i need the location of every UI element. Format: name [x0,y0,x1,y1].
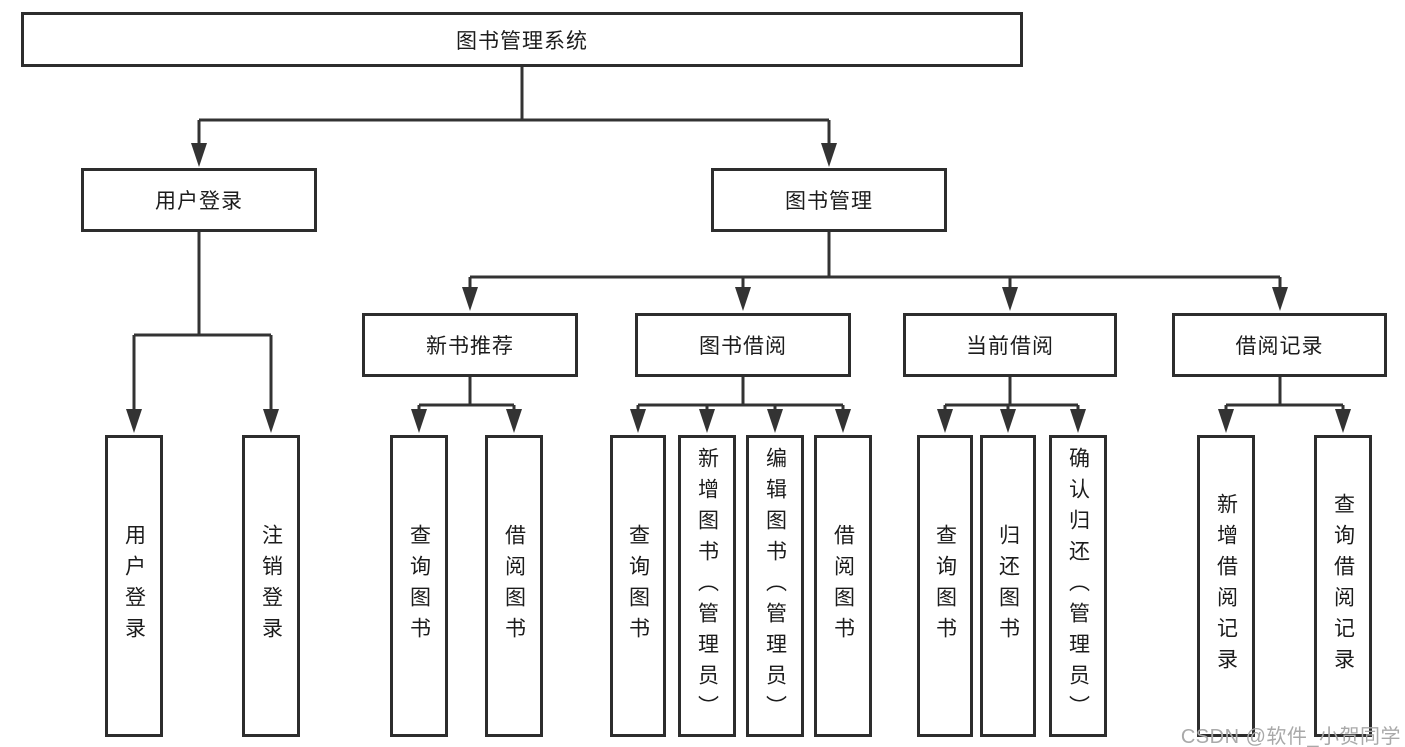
connector-book-management-to-level3 [468,232,1282,288]
node-new-book-recommend: 新书推荐 [362,313,578,377]
arrowheads-user-login-children [126,409,279,433]
arrowheads-book-borrow-children [630,409,851,433]
node-book-management: 图书管理 [711,168,947,232]
arrowheads-level3 [462,287,1288,311]
leaf-query-books-borrow: 查询图书 [610,435,666,737]
node-library-management-system: 图书管理系统 [21,12,1023,67]
csdn-watermark: CSDN @软件_小贺同学 [1180,726,1401,747]
leaf-query-borrow-record: 查询借阅记录 [1314,435,1372,737]
leaf-query-books-current: 查询图书 [917,435,973,737]
leaf-add-borrow-record: 新增借阅记录 [1197,435,1255,737]
arrowheads-level2 [191,143,837,167]
connector-current-borrow-children [943,377,1080,410]
arrowheads-current-borrow-children [937,409,1086,433]
leaf-edit-book-admin: 编辑图书（管理员） [746,435,804,737]
connector-root-to-level2 [197,67,831,144]
node-user-login: 用户登录 [81,168,317,232]
leaf-borrow-books-recommend: 借阅图书 [485,435,543,737]
leaf-add-book-admin: 新增图书（管理员） [678,435,736,737]
leaf-query-books-recommend: 查询图书 [390,435,448,737]
leaf-return-books: 归还图书 [980,435,1036,737]
leaf-user-login: 用户登录 [105,435,163,737]
leaf-logout: 注销登录 [242,435,300,737]
connector-new-book-recommend-children [417,377,516,410]
leaf-borrow-books-borrow: 借阅图书 [814,435,872,737]
arrowheads-borrow-records-children [1218,409,1351,433]
connector-user-login-children [132,232,273,410]
connector-borrow-records-children [1224,377,1345,410]
node-borrow-records: 借阅记录 [1172,313,1387,377]
node-current-borrow: 当前借阅 [903,313,1117,377]
node-book-borrow: 图书借阅 [635,313,851,377]
leaf-confirm-return-admin: 确认归还（管理员） [1049,435,1107,737]
connector-book-borrow-children [636,377,845,410]
arrowheads-new-book-recommend-children [411,409,522,433]
